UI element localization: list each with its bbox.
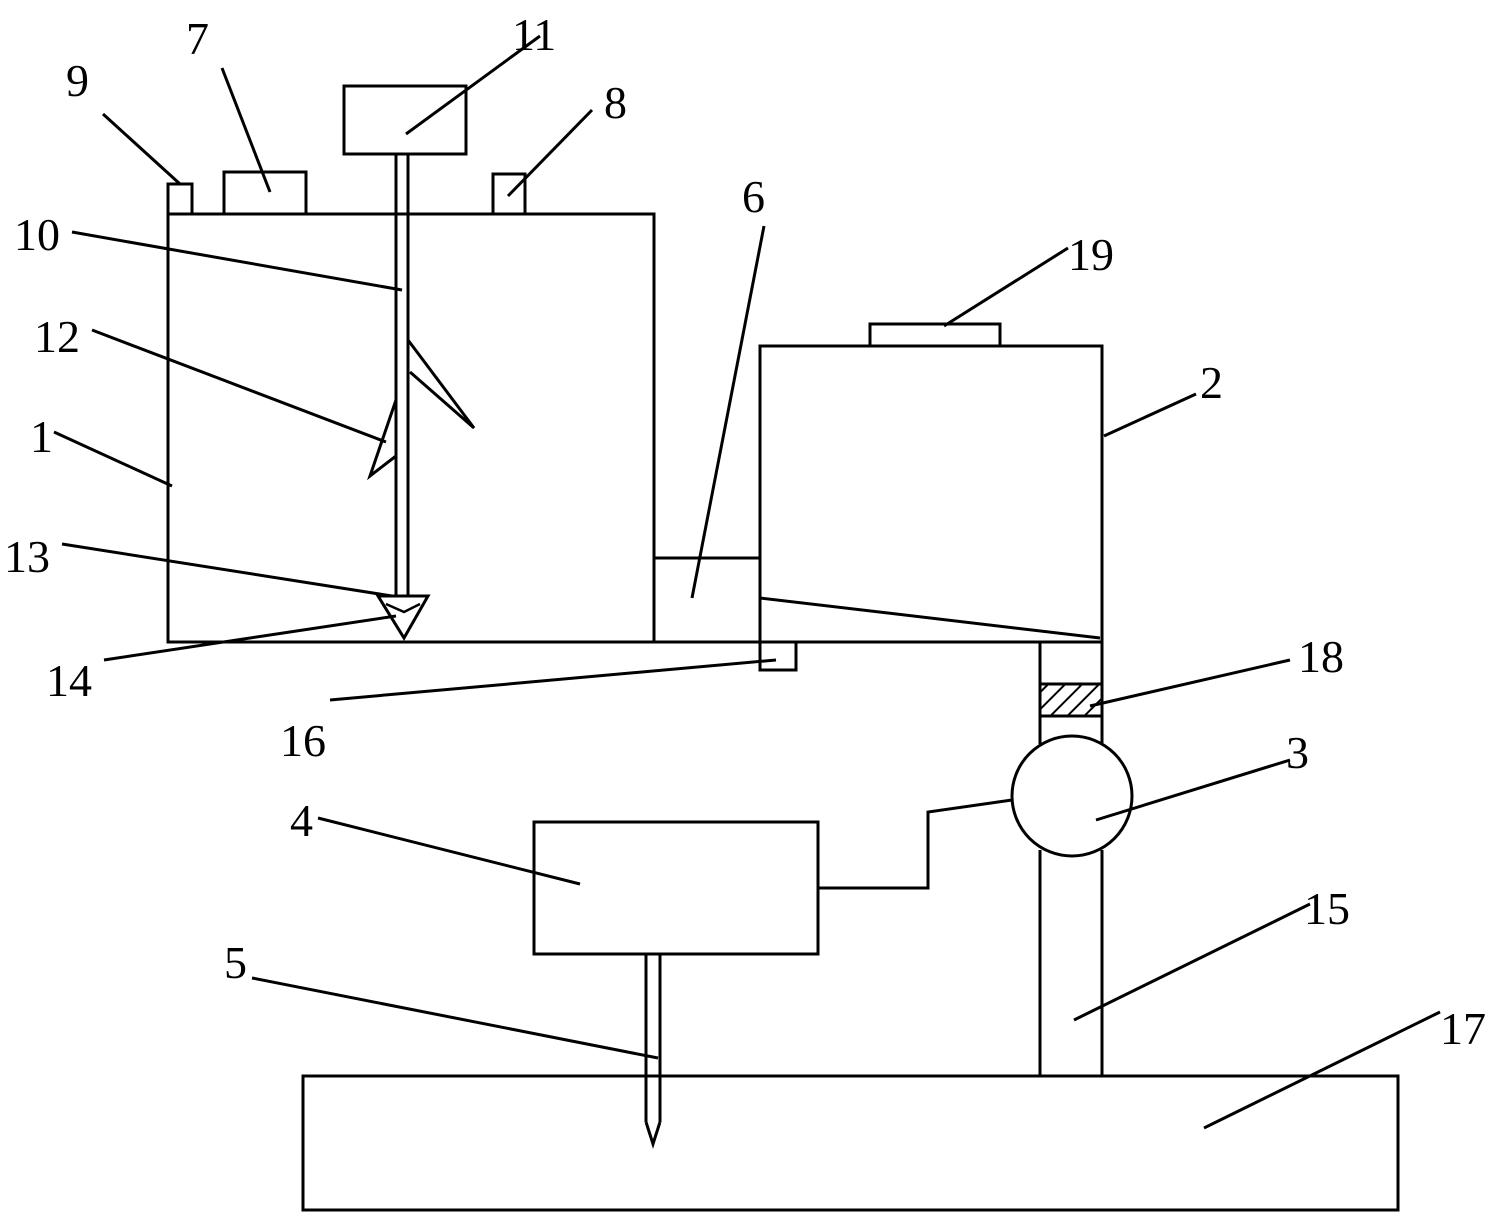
leader-13 — [61, 542, 393, 598]
leader-12 — [91, 328, 387, 444]
label-15: 15 — [1304, 883, 1350, 934]
valve-16 — [758, 640, 798, 672]
leader-9 — [101, 112, 182, 186]
leader-4 — [317, 816, 581, 886]
leader-18 — [1089, 658, 1291, 708]
tank-2 — [758, 344, 1104, 644]
label-1: 1 — [30, 411, 53, 462]
label-3: 3 — [1286, 727, 1309, 778]
label-17: 17 — [1440, 1003, 1486, 1054]
label-9: 9 — [66, 55, 89, 106]
controller-4 — [532, 820, 820, 956]
leader-tank2-inner — [759, 596, 1101, 640]
leader-6 — [690, 225, 766, 599]
leader-1 — [53, 430, 173, 488]
pump-3 — [1010, 734, 1134, 858]
filter-18 — [1038, 682, 1104, 718]
base-17 — [301, 1074, 1400, 1212]
label-5: 5 — [224, 937, 247, 988]
label-16: 16 — [280, 715, 326, 766]
leader-7 — [220, 67, 272, 193]
label-2: 2 — [1200, 357, 1223, 408]
part-7-inlet — [222, 170, 308, 216]
leader-15 — [1073, 902, 1311, 1022]
label-11: 11 — [512, 9, 556, 60]
leader-5 — [251, 976, 659, 1060]
label-14: 14 — [46, 655, 92, 706]
cable — [818, 798, 1013, 890]
label-4: 4 — [290, 795, 313, 846]
leader-10 — [71, 230, 403, 292]
label-19: 19 — [1068, 229, 1114, 280]
pipe-6 — [652, 556, 762, 644]
tank-1 — [166, 212, 656, 644]
part-8-port — [491, 172, 527, 216]
label-8: 8 — [604, 77, 627, 128]
leader-8 — [506, 108, 594, 198]
motor-11 — [342, 84, 468, 156]
leader-2 — [1103, 392, 1197, 438]
probe-5-tip — [644, 1121, 662, 1149]
label-18: 18 — [1298, 631, 1344, 682]
drill-bit-14 — [385, 602, 421, 614]
part-19-cover — [868, 322, 1002, 348]
label-10: 10 — [14, 209, 60, 260]
label-12: 12 — [34, 311, 80, 362]
leader-19 — [943, 246, 1069, 328]
leader-17 — [1203, 1010, 1441, 1130]
leader-16 — [329, 658, 777, 702]
leader-14 — [103, 614, 397, 662]
part-9-port — [166, 182, 194, 216]
blade-12-left — [366, 399, 398, 481]
label-13: 13 — [4, 531, 50, 582]
leader-3 — [1095, 758, 1291, 822]
leader-11 — [405, 34, 541, 136]
label-7: 7 — [186, 13, 209, 64]
blade-12-right — [406, 339, 476, 430]
label-6: 6 — [742, 171, 765, 222]
